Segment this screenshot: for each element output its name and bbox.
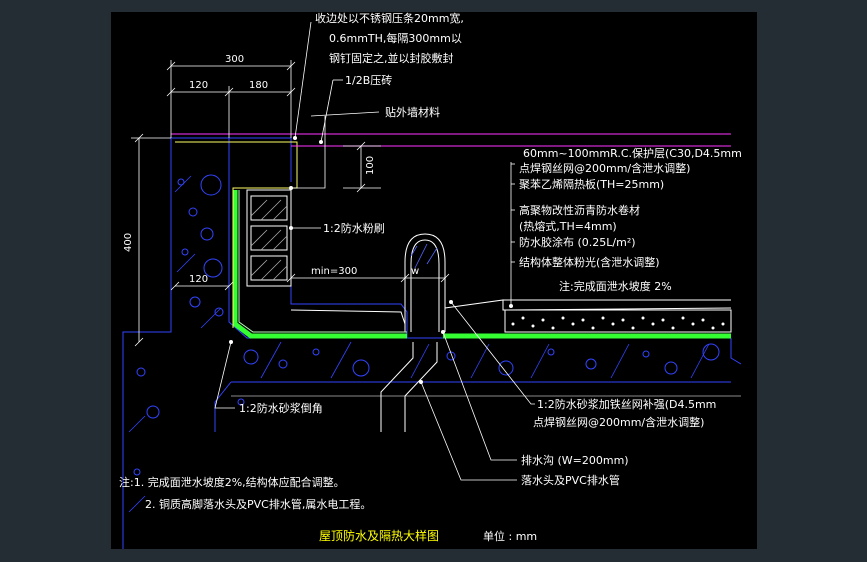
- drawing-title: 屋顶防水及隔热大样图: [319, 528, 439, 543]
- label-insulation: 聚苯乙烯隔热板(TH=25mm): [519, 177, 664, 191]
- dim-180: 180: [249, 80, 268, 91]
- label-membrane-1: 高聚物改性沥青防水卷材: [519, 203, 640, 217]
- leader-wall-finish: [310, 111, 380, 117]
- leader-gutter: [442, 331, 517, 461]
- leader-mortar-mesh: [450, 301, 535, 405]
- dim-400: 400: [123, 233, 134, 252]
- leader-lines: [214, 21, 535, 481]
- pipe-right-wall: [404, 342, 438, 432]
- dim-120-top: 120: [189, 80, 208, 91]
- brick-course: [246, 189, 292, 287]
- pipe-left-wall: [380, 342, 414, 432]
- label-brick: 1/2B压砖: [345, 73, 392, 87]
- label-coating: 防水胶涂布 (0.25L/m²): [519, 235, 636, 249]
- membrane-edge: [238, 190, 407, 333]
- finish-lines: [171, 133, 731, 147]
- label-membrane-2: (热熔式,TH=4mm): [519, 219, 617, 233]
- gutter-recess-line: [290, 286, 408, 338]
- protection-layer: [504, 309, 732, 333]
- label-gutter: 排水沟 (W=200mm): [521, 453, 629, 467]
- label-protect-1: 60mm~100mmR.C.保护层(C30,D4.5mm: [523, 146, 742, 160]
- leader-drain: [420, 381, 517, 481]
- slab-step-line: [730, 338, 742, 365]
- label-mortar-mesh-1: 1:2防水砂浆加铁丝网补强(D4.5mm: [537, 397, 716, 411]
- leader-wall-finish-drop: [291, 116, 326, 189]
- note-2: 2. 铜质高脚落水头及PVC排水管,属水电工程。: [145, 497, 371, 511]
- label-mortar-corner: 1:2防水砂浆倒角: [239, 401, 323, 415]
- label-edge-note-2: 0.6mmTH,每隔300mm以: [329, 31, 462, 45]
- concrete-hatch: [128, 175, 710, 513]
- drain-hood-inner: [410, 239, 440, 332]
- membrane-wall: [232, 190, 407, 339]
- dim-100: 100: [365, 156, 376, 175]
- leader-edge-strip: [294, 21, 312, 139]
- leader-brick: [320, 79, 334, 143]
- dim-w: w: [411, 266, 419, 277]
- drain-pipe: [380, 233, 446, 432]
- gutter-right-line: [444, 299, 732, 311]
- gutter-bottom-line: [290, 309, 406, 325]
- label-edge-note-1: 收边处以不锈钢压条20mm宽,: [315, 12, 464, 25]
- parapet-outer-line: [122, 138, 172, 549]
- detail-drawing: 300 120 180 100 400 120 min=300 w 收边处以不锈…: [119, 12, 742, 549]
- slab-corner-line: [214, 381, 232, 432]
- label-slope-note: 注:完成面泄水坡度 2%: [559, 279, 672, 293]
- leader-mortar-corner: [214, 341, 235, 409]
- dim-300: 300: [225, 54, 244, 65]
- drain-hood-hatch: [410, 243, 438, 269]
- leader-dots: [229, 136, 513, 384]
- dim-120-side: 120: [189, 274, 208, 285]
- drain-hood-outer: [404, 233, 446, 332]
- label-protect-2: 点焊钢丝网@200mm/含泄水调整): [519, 161, 690, 175]
- brick-hatch: [250, 199, 288, 281]
- drawing-canvas: 300 120 180 100 400 120 min=300 w 收边处以不锈…: [111, 12, 757, 549]
- protection-aggregate: [511, 316, 725, 330]
- drawing-unit: 单位 : mm: [483, 529, 537, 543]
- aggregate-pattern: [133, 174, 720, 476]
- concrete-structure: [122, 137, 742, 549]
- label-drain: 落水头及PVC排水管: [521, 473, 620, 487]
- label-edge-note-3: 钢钉固定之,並以封胶敷封: [329, 51, 454, 65]
- dim-min300: min=300: [311, 266, 357, 277]
- gutter-surface: [290, 299, 732, 325]
- label-mortar-mesh-2: 点焊钢丝网@200mm/含泄水调整): [533, 415, 704, 429]
- label-structure: 结构体整体粉光(含泄水调整): [519, 255, 660, 269]
- parapet-top-line: [171, 137, 292, 182]
- label-wall-finish: 贴外墙材料: [385, 105, 440, 119]
- note-1: 注:1. 完成面泄水坡度2%,结构体应配合调整。: [119, 475, 345, 489]
- dimension-lines: [131, 60, 450, 347]
- label-waterproof-brush: 1:2防水粉刷: [323, 221, 385, 235]
